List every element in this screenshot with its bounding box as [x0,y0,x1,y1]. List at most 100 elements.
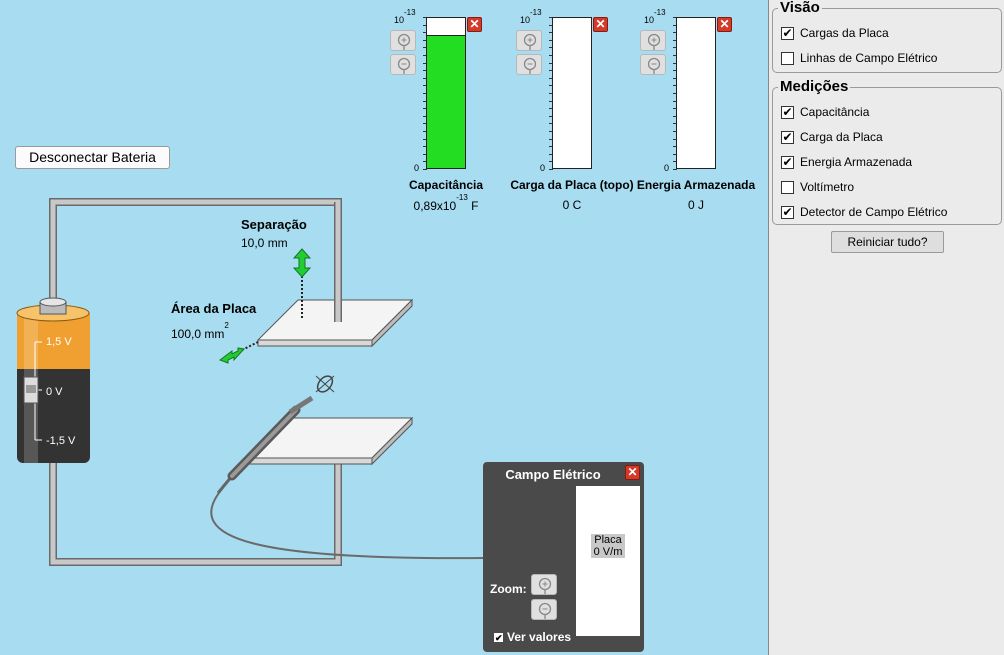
efield-probe [216,375,335,494]
plate-area-value: 100,0 mm2 [171,321,229,341]
separation-value: 10,0 mm [241,236,288,250]
plate-area-label: Área da Placa [171,301,257,316]
area-handle [218,341,259,364]
checkbox-box[interactable]: ✔ [781,25,794,40]
show-values-checkbox[interactable]: ✔Ver valores [494,630,572,644]
meter-tick [673,169,677,170]
meter-value: 0,89x10-13 F [413,193,479,213]
meter-zoom-in-icon[interactable] [640,30,666,51]
meter-tick [549,131,553,132]
meter-tick [673,77,677,79]
meter-close-icon[interactable]: ✕ [467,17,482,32]
checkbox-carga-da-placa[interactable]: ✔ Carga da Placa [781,128,883,146]
checkbox-label: Detector de Campo Elétrico [800,205,948,219]
efield-zoom-out-icon[interactable] [531,599,557,620]
meter-tick [673,85,677,87]
meter-scale-top: 10-13 [644,8,666,25]
meter-tick [423,161,427,163]
view-group-title: Visão [778,0,822,16]
meter-tick [549,108,553,110]
meter-tick [423,146,427,148]
efield-title: Campo Elétrico [505,467,601,482]
meter-tick [549,93,553,94]
battery-label-bottom: -1,5 V [46,435,76,447]
meter-tick [673,93,677,94]
battery [16,297,90,463]
checkbox-box[interactable]: ✔ [781,204,794,219]
meter-bar [676,17,716,169]
checkbox-linhas-de-campo-el-trico[interactable]: Linhas de Campo Elétrico [781,49,937,67]
meter-scale-zero: 0 [414,163,420,173]
meter-tick [673,161,677,163]
meter-tick [673,17,677,18]
checkbox-label: Linhas de Campo Elétrico [800,51,938,65]
meter-tick [423,138,427,140]
meter-tick [423,70,427,72]
checkbox-label: Capacitância [800,105,870,119]
checkbox-volt-metro[interactable]: Voltímetro [781,178,854,196]
checkbox-box[interactable] [781,51,794,65]
meter-tick [423,39,427,41]
meter-bar [426,17,466,169]
meter-tick [673,123,677,125]
meter-tick [423,93,427,94]
checkbox-box[interactable]: ✔ [781,129,794,144]
efield-detector[interactable]: Campo Elétrico ✕ Placa 0 V/m Zoom: ✔Ver … [483,462,644,652]
meter-tick [423,153,427,155]
checkbox-box[interactable]: ✔ [781,154,794,169]
meter-zoom-in-icon[interactable] [516,30,542,51]
efield-readout: Placa 0 V/m [591,534,625,558]
meter-tick [549,62,553,64]
checkbox-label: Carga da Placa [800,130,883,144]
meter-scale-top: 10-13 [394,8,416,25]
meter-tick [549,47,553,49]
bottom-plate [248,416,414,466]
meter-tick [423,17,427,18]
meter-tick [423,32,427,34]
meter-tick [549,138,553,140]
battery-label-top: 1,5 V [46,336,72,348]
checkbox-capacit-ncia[interactable]: ✔ Capacitância [781,103,869,121]
reset-all-button[interactable]: Reiniciar tudo? [831,231,944,253]
meter-tick [423,24,427,26]
meter-close-icon[interactable]: ✕ [717,17,732,32]
meter-tick [549,161,553,163]
meter-tick [673,131,677,132]
meter-tick [549,77,553,79]
checkbox-cargas-da-placa[interactable]: ✔Cargas da Placa [781,24,889,42]
meter-zoom-out-icon[interactable] [516,54,542,75]
efield-zoom-in-icon[interactable] [531,574,557,595]
separation-handle [292,248,312,320]
meter-zoom-out-icon[interactable] [640,54,666,75]
meter-tick [673,153,677,155]
meter-tick [549,123,553,125]
meter-tick [423,123,427,125]
measurements-group-title: Medições [778,78,851,95]
meter-tick [673,138,677,140]
meter-label: Energia Armazenada [636,178,756,192]
efield-zoom-label: Zoom: [490,582,527,596]
meter-close-icon[interactable]: ✕ [593,17,608,32]
checkbox-label: Energia Armazenada [800,155,913,169]
meter-value: 0 J [687,198,704,212]
disconnect-battery-button[interactable]: Desconectar Bateria [15,146,170,169]
checkbox-energia-armazenada[interactable]: ✔ Energia Armazenada [781,153,912,171]
meter-tick [423,169,427,170]
meter-tick [673,62,677,64]
meter-tick [673,39,677,41]
meter-tick [549,153,553,155]
checkbox-box[interactable]: ✔ [781,104,794,119]
meter-bar [552,17,592,169]
meter-tick [549,85,553,87]
meter-zoom-in-icon[interactable] [390,30,416,51]
meter-scale-zero: 0 [664,163,670,173]
checkbox-detector-de-campo-el-trico[interactable]: ✔ Detector de Campo Elétrico [781,203,947,221]
meter-tick [549,70,553,72]
meter-zoom-out-icon[interactable] [390,54,416,75]
meter-tick [673,115,677,117]
efield-close-icon[interactable]: ✕ [625,465,640,480]
meter-value: 0 C [562,198,582,212]
checkbox-box[interactable] [781,180,794,194]
checkbox-label: Voltímetro [800,180,855,194]
meter-tick [423,131,427,132]
